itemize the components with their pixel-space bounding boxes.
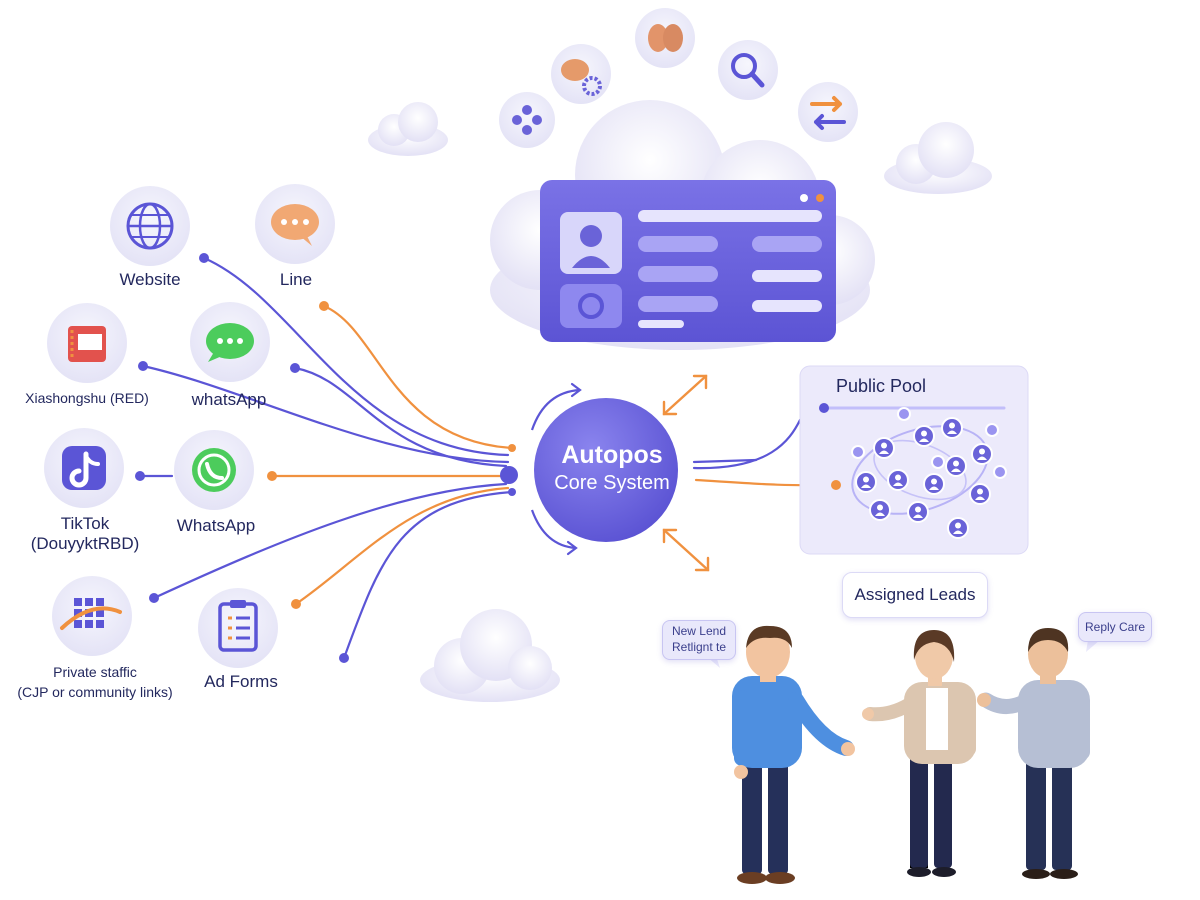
pool-user-node — [851, 445, 865, 459]
cloud-small-right — [884, 122, 992, 194]
right-bubble-tail — [1086, 640, 1100, 652]
source-label-ad-forms: Ad Forms — [204, 672, 278, 691]
user-profile-icon — [560, 212, 622, 274]
pool-user-node — [887, 469, 909, 491]
pool-user-node — [897, 407, 911, 421]
connection-dots — [135, 253, 518, 663]
pool-user-node — [945, 455, 967, 477]
pool-user-node — [971, 443, 993, 465]
assigned-bubble-tail — [900, 616, 920, 632]
new-lead-bubble: New Lend Retlignt te — [662, 620, 736, 660]
pool-user-node — [947, 517, 969, 539]
pool-user-node — [913, 425, 935, 447]
globe-icon — [110, 186, 190, 266]
notebook-icon — [47, 303, 127, 383]
grid-shuffle-icon — [52, 576, 132, 656]
source-label-whatsapp-lower: whatsApp — [191, 390, 267, 409]
source-label-douyin: (DouyyktRBD) — [30, 534, 140, 553]
person-left — [732, 625, 855, 884]
source-label-tiktok: TikTok — [60, 514, 110, 533]
pool-user-node — [907, 501, 929, 523]
dashboard-window — [540, 180, 836, 342]
pool-user-node — [869, 499, 891, 521]
assigned-leads-bubble: Assigned Leads — [842, 572, 988, 618]
source-label-community-links: (CJP or community links) — [17, 684, 173, 700]
arrow-up — [662, 374, 708, 416]
source-label-website: Website — [119, 270, 181, 289]
source-label-whatsapp: WhatsApp — [176, 516, 256, 535]
pool-user-node — [993, 465, 1007, 479]
source-label-line: Line — [279, 270, 313, 289]
core-label: Autopos Core System — [532, 440, 692, 496]
message-icon — [190, 302, 270, 382]
pool-user-node — [941, 417, 963, 439]
chat-bubble-icon — [255, 184, 335, 264]
new-lead-line1: New Lend — [671, 624, 727, 638]
brain-gear-icon — [551, 44, 611, 104]
pool-user-node — [873, 437, 895, 459]
pool-nodes — [851, 407, 1007, 539]
core-subtitle: Core System — [554, 472, 670, 494]
clipboard-icon — [198, 588, 278, 668]
public-pool-title: Public Pool — [836, 376, 927, 396]
source-label-xiashongshu: Xiashongshu (RED) — [25, 390, 149, 406]
tiktok-icon — [44, 428, 124, 508]
cloud-bottom — [420, 609, 560, 702]
core-title: Autopos — [561, 441, 663, 469]
person-right — [977, 628, 1090, 879]
new-lead-line2: Retlignt te — [671, 640, 727, 654]
pool-user-node — [855, 471, 877, 493]
person-center: 4 — [862, 630, 976, 877]
connection-lines — [138, 256, 514, 660]
search-icon — [718, 40, 778, 100]
swap-arrows-icon — [798, 82, 858, 142]
whatsapp-phone-icon — [174, 430, 254, 510]
reply-care-bubble: Reply Care — [1078, 612, 1152, 642]
pool-user-node — [969, 483, 991, 505]
pool-user-node — [923, 473, 945, 495]
pool-user-node — [931, 455, 945, 469]
brain-icon — [635, 8, 695, 68]
source-label-private-traffic: Private staffic — [53, 664, 137, 680]
pool-user-node — [985, 423, 999, 437]
cloud-small-left — [368, 102, 448, 156]
gamepad-icon — [499, 92, 555, 148]
arrow-down — [662, 528, 710, 572]
core-system — [530, 382, 678, 556]
